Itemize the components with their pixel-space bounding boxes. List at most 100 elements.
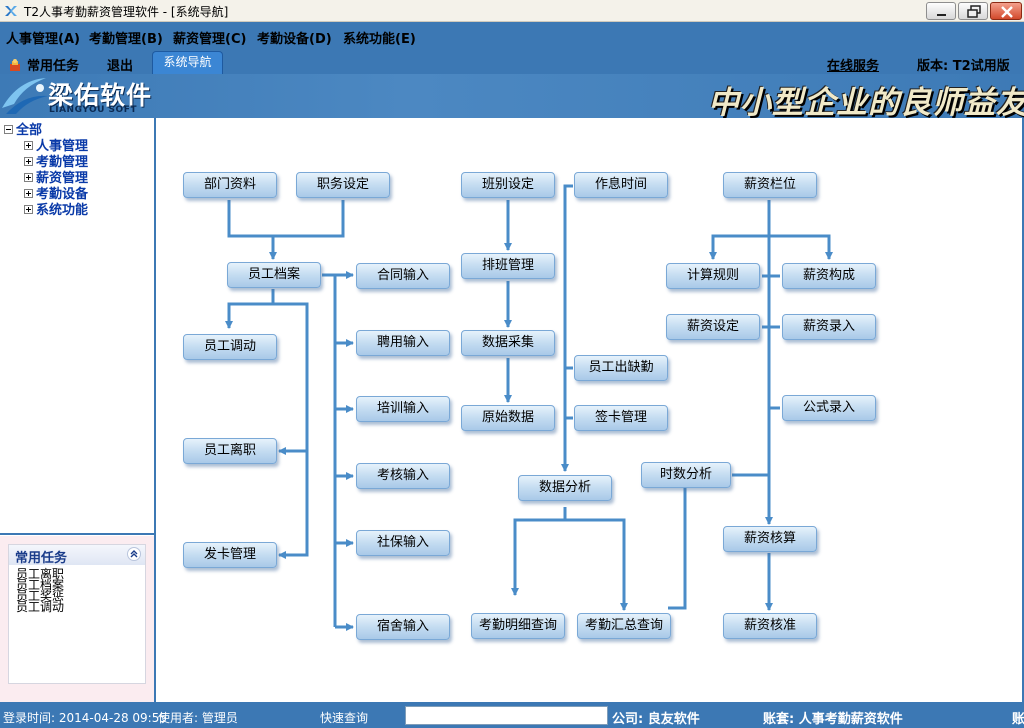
login-time: 登录时间: 2014-04-28 09:55 bbox=[3, 711, 167, 725]
node-formula-entry[interactable]: 公式录入 bbox=[782, 395, 876, 421]
status-truncated-text: 账 bbox=[1012, 712, 1024, 727]
tree-item-personnel[interactable]: 人事管理 bbox=[24, 135, 88, 154]
company-name: 公司: 良友软件 bbox=[612, 712, 700, 727]
logo-english-text: LIANGYOU SOFT bbox=[49, 105, 137, 115]
node-calc-rules[interactable]: 计算规则 bbox=[666, 263, 760, 289]
close-icon bbox=[1001, 6, 1013, 18]
common-tasks-panel: 常用任务 员工离职 员工档案 员工奖惩 员工调动 bbox=[0, 536, 154, 702]
app-logo-icon bbox=[5, 6, 17, 16]
node-attendance-absence[interactable]: 员工出缺勤 bbox=[574, 355, 668, 381]
close-button[interactable] bbox=[990, 2, 1022, 20]
task-link-transfer[interactable]: 员工调动 bbox=[16, 600, 65, 614]
node-card-signing[interactable]: 签卡管理 bbox=[574, 405, 668, 431]
expand-icon[interactable] bbox=[24, 189, 33, 198]
node-salary-approval[interactable]: 薪资核准 bbox=[723, 613, 817, 639]
node-salary-setup[interactable]: 薪资设定 bbox=[666, 314, 760, 340]
company-logo: 梁佑软件 LIANGYOU SOFT bbox=[0, 74, 160, 118]
tree-item-label: 考勤设备 bbox=[36, 187, 89, 202]
tree-item-label: 考勤管理 bbox=[36, 155, 89, 170]
logo-swoosh-icon bbox=[2, 78, 48, 114]
system-navigation-canvas: 部门资料 职务设定 员工档案 合同输入 员工调动 聘用输入 培训输入 员工离职 … bbox=[156, 118, 1022, 702]
expand-icon[interactable] bbox=[24, 141, 33, 150]
maximize-button[interactable] bbox=[958, 2, 988, 20]
common-tasks-icon bbox=[10, 59, 20, 71]
node-work-schedule[interactable]: 作息时间 bbox=[574, 172, 668, 198]
node-contract[interactable]: 合同输入 bbox=[356, 263, 450, 289]
menu-attendance-device[interactable]: 考勤设备(D) bbox=[257, 32, 332, 47]
node-social-insurance[interactable]: 社保输入 bbox=[356, 530, 450, 556]
collapse-icon[interactable] bbox=[4, 125, 13, 134]
task-link-employee-file[interactable]: 员工档案 bbox=[16, 578, 65, 592]
sidebar-divider[interactable] bbox=[0, 533, 154, 535]
node-resignation[interactable]: 员工离职 bbox=[183, 438, 277, 464]
account-set: 账套: 人事考勤薪资软件 bbox=[763, 712, 903, 727]
node-training[interactable]: 培训输入 bbox=[356, 396, 450, 422]
node-transfer[interactable]: 员工调动 bbox=[183, 334, 277, 360]
tree-root[interactable]: 全部 bbox=[4, 119, 42, 138]
tree-item-label: 人事管理 bbox=[36, 139, 89, 154]
minimize-button[interactable] bbox=[926, 2, 956, 20]
navigation-tree: 全部 人事管理 考勤管理 薪资管理 考勤设备 系统功能 bbox=[0, 118, 154, 534]
current-user: 使用者: 管理员 bbox=[158, 711, 238, 725]
node-assessment[interactable]: 考核输入 bbox=[356, 463, 450, 489]
node-hours-analysis[interactable]: 时数分析 bbox=[641, 462, 731, 488]
quick-search-label: 快速查询 bbox=[320, 711, 369, 725]
node-employee-file[interactable]: 员工档案 bbox=[227, 262, 321, 288]
version-label: 版本: T2试用版 bbox=[917, 59, 1010, 74]
menu-salary[interactable]: 薪资管理(C) bbox=[173, 32, 247, 47]
window-title: T2人事考勤薪资管理软件 - [系统导航] bbox=[24, 5, 229, 19]
menu-system[interactable]: 系统功能(E) bbox=[343, 32, 416, 47]
node-hiring[interactable]: 聘用输入 bbox=[356, 330, 450, 356]
tree-item-system[interactable]: 系统功能 bbox=[24, 199, 88, 218]
node-dormitory[interactable]: 宿舍输入 bbox=[356, 614, 450, 640]
node-raw-data[interactable]: 原始数据 bbox=[461, 405, 555, 431]
sidebar: 全部 人事管理 考勤管理 薪资管理 考勤设备 系统功能 常用任务 员工离职 员工… bbox=[0, 118, 154, 702]
node-shift-setup[interactable]: 班别设定 bbox=[461, 172, 555, 198]
flowchart-connectors bbox=[225, 184, 833, 631]
quick-search-input[interactable] bbox=[405, 706, 608, 725]
node-data-collection[interactable]: 数据采集 bbox=[461, 330, 555, 356]
node-data-analysis[interactable]: 数据分析 bbox=[518, 475, 612, 501]
common-tasks-label: 常用任务 bbox=[27, 59, 80, 74]
tree-root-label: 全部 bbox=[16, 123, 43, 138]
tree-item-label: 系统功能 bbox=[36, 203, 89, 218]
maximize-icon bbox=[967, 5, 981, 18]
online-service-link[interactable]: 在线服务 bbox=[827, 59, 880, 74]
node-scheduling[interactable]: 排班管理 bbox=[461, 253, 555, 279]
tree-item-salary[interactable]: 薪资管理 bbox=[24, 167, 88, 186]
title-bar: T2人事考勤薪资管理软件 - [系统导航] bbox=[0, 0, 1024, 22]
node-detail-query[interactable]: 考勤明细查询 bbox=[471, 613, 565, 639]
menu-bar: 人事管理(A) 考勤管理(B) 薪资管理(C) 考勤设备(D) 系统功能(E) bbox=[0, 24, 1024, 50]
status-bar: 登录时间: 2014-04-28 09:55 使用者: 管理员 快速查询 公司:… bbox=[0, 704, 1024, 728]
minimize-icon bbox=[937, 14, 946, 16]
common-tasks-box: 常用任务 员工离职 员工档案 员工奖惩 员工调动 bbox=[8, 544, 146, 684]
tree-item-attendance[interactable]: 考勤管理 bbox=[24, 151, 88, 170]
exit-button[interactable]: 退出 bbox=[107, 59, 134, 74]
menu-personnel[interactable]: 人事管理(A) bbox=[6, 32, 80, 47]
node-salary-entry[interactable]: 薪资录入 bbox=[782, 314, 876, 340]
tab-system-navigation[interactable]: 系统导航 bbox=[152, 51, 223, 74]
banner-slogan: 中小型企业的良师益友 bbox=[708, 85, 1024, 121]
node-summary-query[interactable]: 考勤汇总查询 bbox=[577, 613, 671, 639]
logo-chinese-text: 梁佑软件 bbox=[48, 81, 153, 110]
node-department[interactable]: 部门资料 bbox=[183, 172, 277, 198]
common-tasks-button[interactable]: 常用任务 bbox=[8, 55, 79, 74]
tree-item-devices[interactable]: 考勤设备 bbox=[24, 183, 88, 202]
double-chevron-up-icon[interactable] bbox=[127, 547, 141, 561]
tree-item-label: 薪资管理 bbox=[36, 171, 89, 186]
node-salary-calculation[interactable]: 薪资核算 bbox=[723, 526, 817, 552]
task-link-resignation[interactable]: 员工离职 bbox=[16, 567, 65, 581]
toolbar: 常用任务 退出 系统导航 在线服务 版本: T2试用版 bbox=[0, 50, 1024, 74]
node-position[interactable]: 职务设定 bbox=[296, 172, 390, 198]
menu-attendance[interactable]: 考勤管理(B) bbox=[89, 32, 163, 47]
node-salary-fields[interactable]: 薪资栏位 bbox=[723, 172, 817, 198]
task-link-rewards[interactable]: 员工奖惩 bbox=[16, 589, 65, 603]
node-card-issue[interactable]: 发卡管理 bbox=[183, 542, 277, 568]
common-tasks-title: 常用任务 bbox=[15, 551, 68, 566]
expand-icon[interactable] bbox=[24, 205, 33, 214]
expand-icon[interactable] bbox=[24, 173, 33, 182]
node-salary-structure[interactable]: 薪资构成 bbox=[782, 263, 876, 289]
banner: 梁佑软件 LIANGYOU SOFT 中小型企业的良师益友 bbox=[0, 74, 1024, 121]
expand-icon[interactable] bbox=[24, 157, 33, 166]
common-tasks-header[interactable]: 常用任务 bbox=[9, 545, 145, 566]
